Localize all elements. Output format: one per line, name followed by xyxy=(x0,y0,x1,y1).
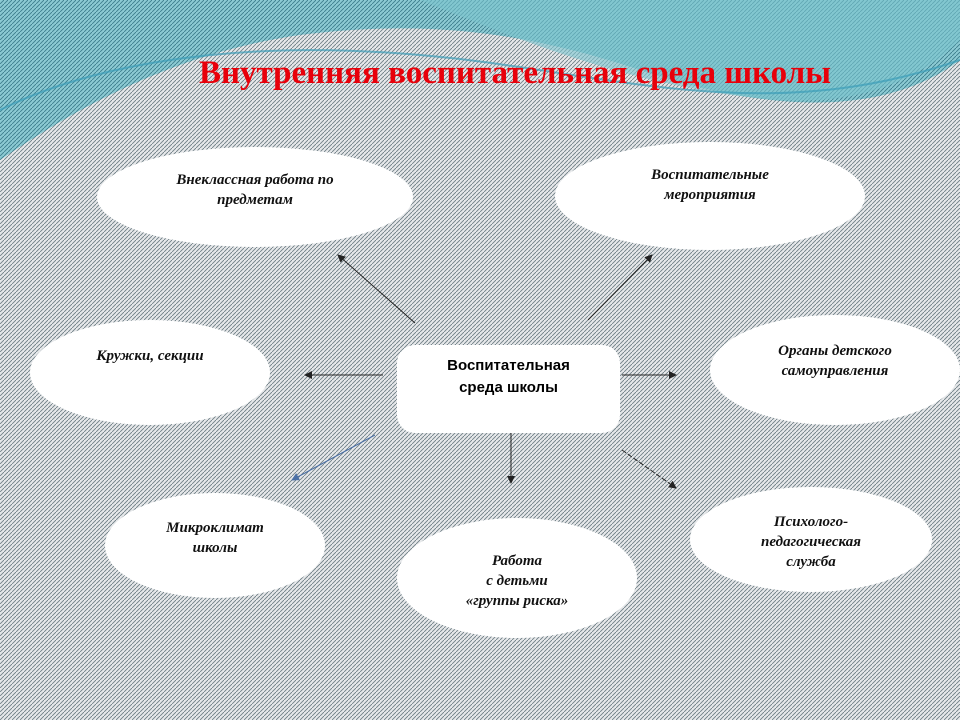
arrow-to-events xyxy=(587,254,653,321)
page-title: Внутренняя воспитательная среда школы xyxy=(198,55,832,91)
arrow-to-extracurricular xyxy=(337,254,416,324)
center-node: Воспитательная среда школы xyxy=(397,345,620,433)
arrow-to-psych-service xyxy=(621,449,677,489)
node-clubs: Кружки, секции xyxy=(30,320,270,425)
node-extracurricular: Внеклассная работа по предметам xyxy=(97,147,413,247)
node-microclimate: Микроклимат школы xyxy=(105,493,325,598)
node-risk-group: Работа с детьми «группы риска» xyxy=(397,518,637,638)
node-self-government: Органы детского самоуправления xyxy=(710,315,960,425)
arrow-to-microclimate xyxy=(291,434,376,481)
node-events: Воспитательные мероприятия xyxy=(555,142,865,250)
node-psych-service: Психолого- педагогическая служба xyxy=(690,487,932,592)
